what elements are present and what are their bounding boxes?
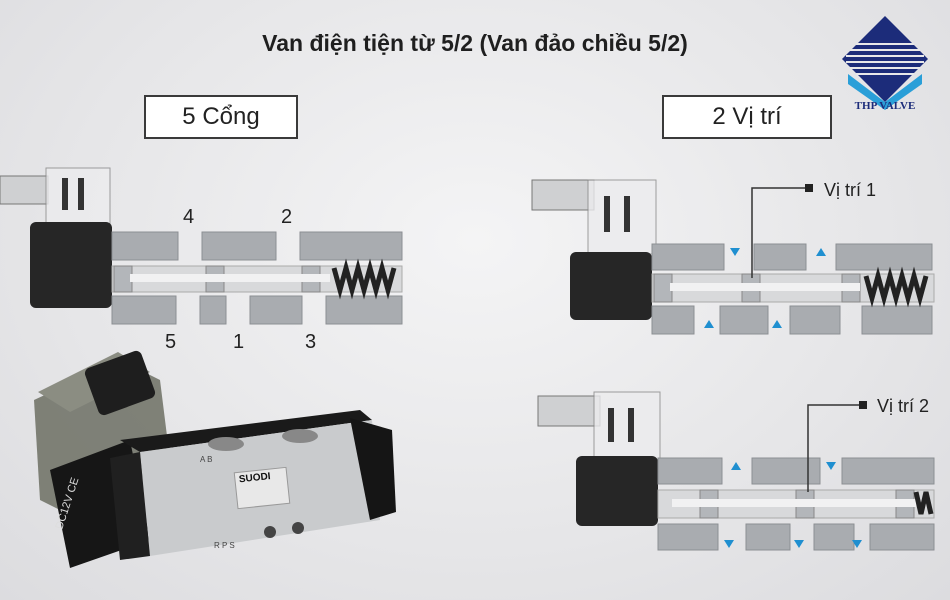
- product-port-marks: A B: [200, 455, 212, 464]
- flow-arrow-icon: [704, 248, 826, 328]
- positions-count-box: 2 Vị trí: [662, 95, 832, 139]
- position-1-label: Vị trí 1: [824, 180, 877, 200]
- thp-valve-logo: [842, 16, 928, 110]
- logo-text: THP VALVE: [854, 100, 916, 112]
- product-port-marks-bottom: R P S: [214, 541, 235, 550]
- port-4-label: 4: [183, 206, 195, 228]
- solenoid-coil-icon: [30, 222, 112, 308]
- flow-arrow-icon: [724, 462, 862, 548]
- spring-icon: [863, 266, 929, 308]
- page-title: Van điện tiện từ 5/2 (Van đảo chiều 5/2): [262, 30, 688, 56]
- spring-icon: [331, 258, 397, 300]
- product-brand: SUODI: [238, 471, 271, 485]
- port-1-label: 1: [233, 331, 245, 353]
- port-3-label: 3: [305, 331, 317, 353]
- spring-icon: [913, 491, 934, 515]
- solenoid-coil-icon: [570, 252, 652, 320]
- port-5-label: 5: [165, 331, 177, 353]
- callout-marker-icon: [805, 184, 813, 192]
- ports-count-box: 5 Cổng: [144, 95, 298, 139]
- solenoid-coil-icon: [576, 456, 658, 526]
- connector-cable-icon: [0, 175, 49, 205]
- position-2-label: Vị trí 2: [877, 396, 930, 416]
- port-2-label: 2: [281, 206, 293, 228]
- callout-marker-icon: [859, 401, 867, 409]
